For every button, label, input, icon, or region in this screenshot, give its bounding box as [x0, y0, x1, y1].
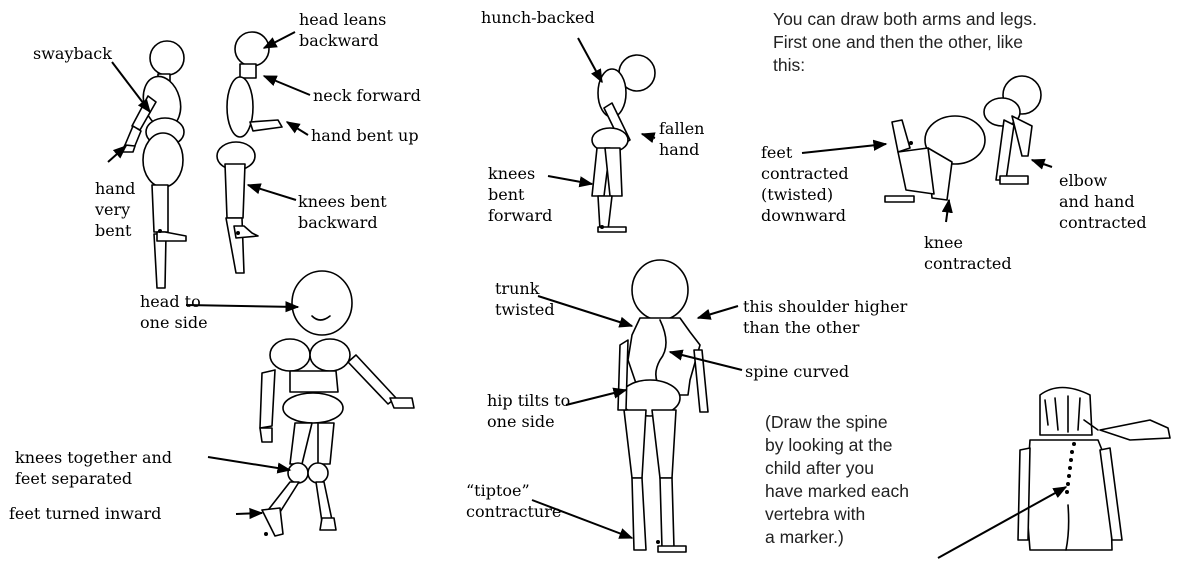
label-hand-bent-up: hand bent up — [311, 125, 419, 146]
arrow-hand-very-bent — [108, 146, 126, 162]
label-knee-contracted: knee contracted — [924, 232, 1012, 274]
arrow-head-leans-backward — [264, 32, 295, 48]
figure-swayback — [121, 41, 186, 288]
label-neck-forward: neck forward — [313, 85, 421, 106]
label-fallen-hand: fallen hand — [659, 118, 704, 160]
label-trunk-twisted: trunk twisted — [495, 278, 555, 320]
arrow-neck-forward — [264, 76, 310, 95]
arrow-hand-bent-up — [287, 122, 308, 135]
figure-crawling — [885, 76, 1041, 202]
label-shoulder-higher: this shoulder higher than the other — [743, 296, 907, 338]
label-elbow-hand-contracted: elbow and hand contracted — [1059, 170, 1147, 233]
label-hip-tilts: hip tilts to one side — [487, 390, 570, 432]
label-feet-turned-inward: feet turned inward — [9, 503, 161, 524]
label-hunch-backed: hunch-backed — [481, 7, 595, 28]
note-spine-instructions: (Draw the spine by looking at the child … — [765, 411, 909, 549]
figure-knees-together — [260, 271, 414, 536]
label-tiptoe: “tiptoe” contracture — [466, 480, 561, 522]
arrow-feet-turned-inward — [236, 513, 262, 514]
label-head-leans-backward: head leans backward — [299, 9, 386, 51]
arrow-fallen-hand — [642, 134, 655, 138]
arrow-shoulder-higher — [698, 306, 738, 318]
note-arms-legs: You can draw both arms and legs. First o… — [773, 8, 1037, 77]
label-spine-curved: spine curved — [745, 361, 849, 382]
label-swayback: swayback — [33, 43, 112, 64]
arrow-knee-contracted — [946, 200, 949, 222]
label-feet-contracted: feet contracted (twisted) downward — [761, 142, 849, 226]
figure-curved-spine — [618, 260, 708, 552]
label-head-to-one-side: head to one side — [140, 291, 208, 333]
arrow-elbow-hand — [1032, 160, 1052, 167]
figure-spine-marking — [1018, 388, 1170, 551]
arrow-knees-bent-backward — [248, 185, 296, 200]
label-knees-bent-backward: knees bent backward — [298, 191, 387, 233]
arrow-hunch-backed — [578, 38, 602, 82]
label-hand-very-bent: hand very bent — [95, 178, 135, 241]
label-knees-together: knees together and feet separated — [15, 447, 172, 489]
label-knees-bent-forward: knees bent forward — [488, 163, 552, 226]
arrow-knees-bent-forward — [548, 176, 592, 184]
arrow-knees-together — [208, 457, 290, 470]
arrow-hip-tilts — [566, 390, 626, 405]
figure-head-backward — [217, 32, 282, 273]
